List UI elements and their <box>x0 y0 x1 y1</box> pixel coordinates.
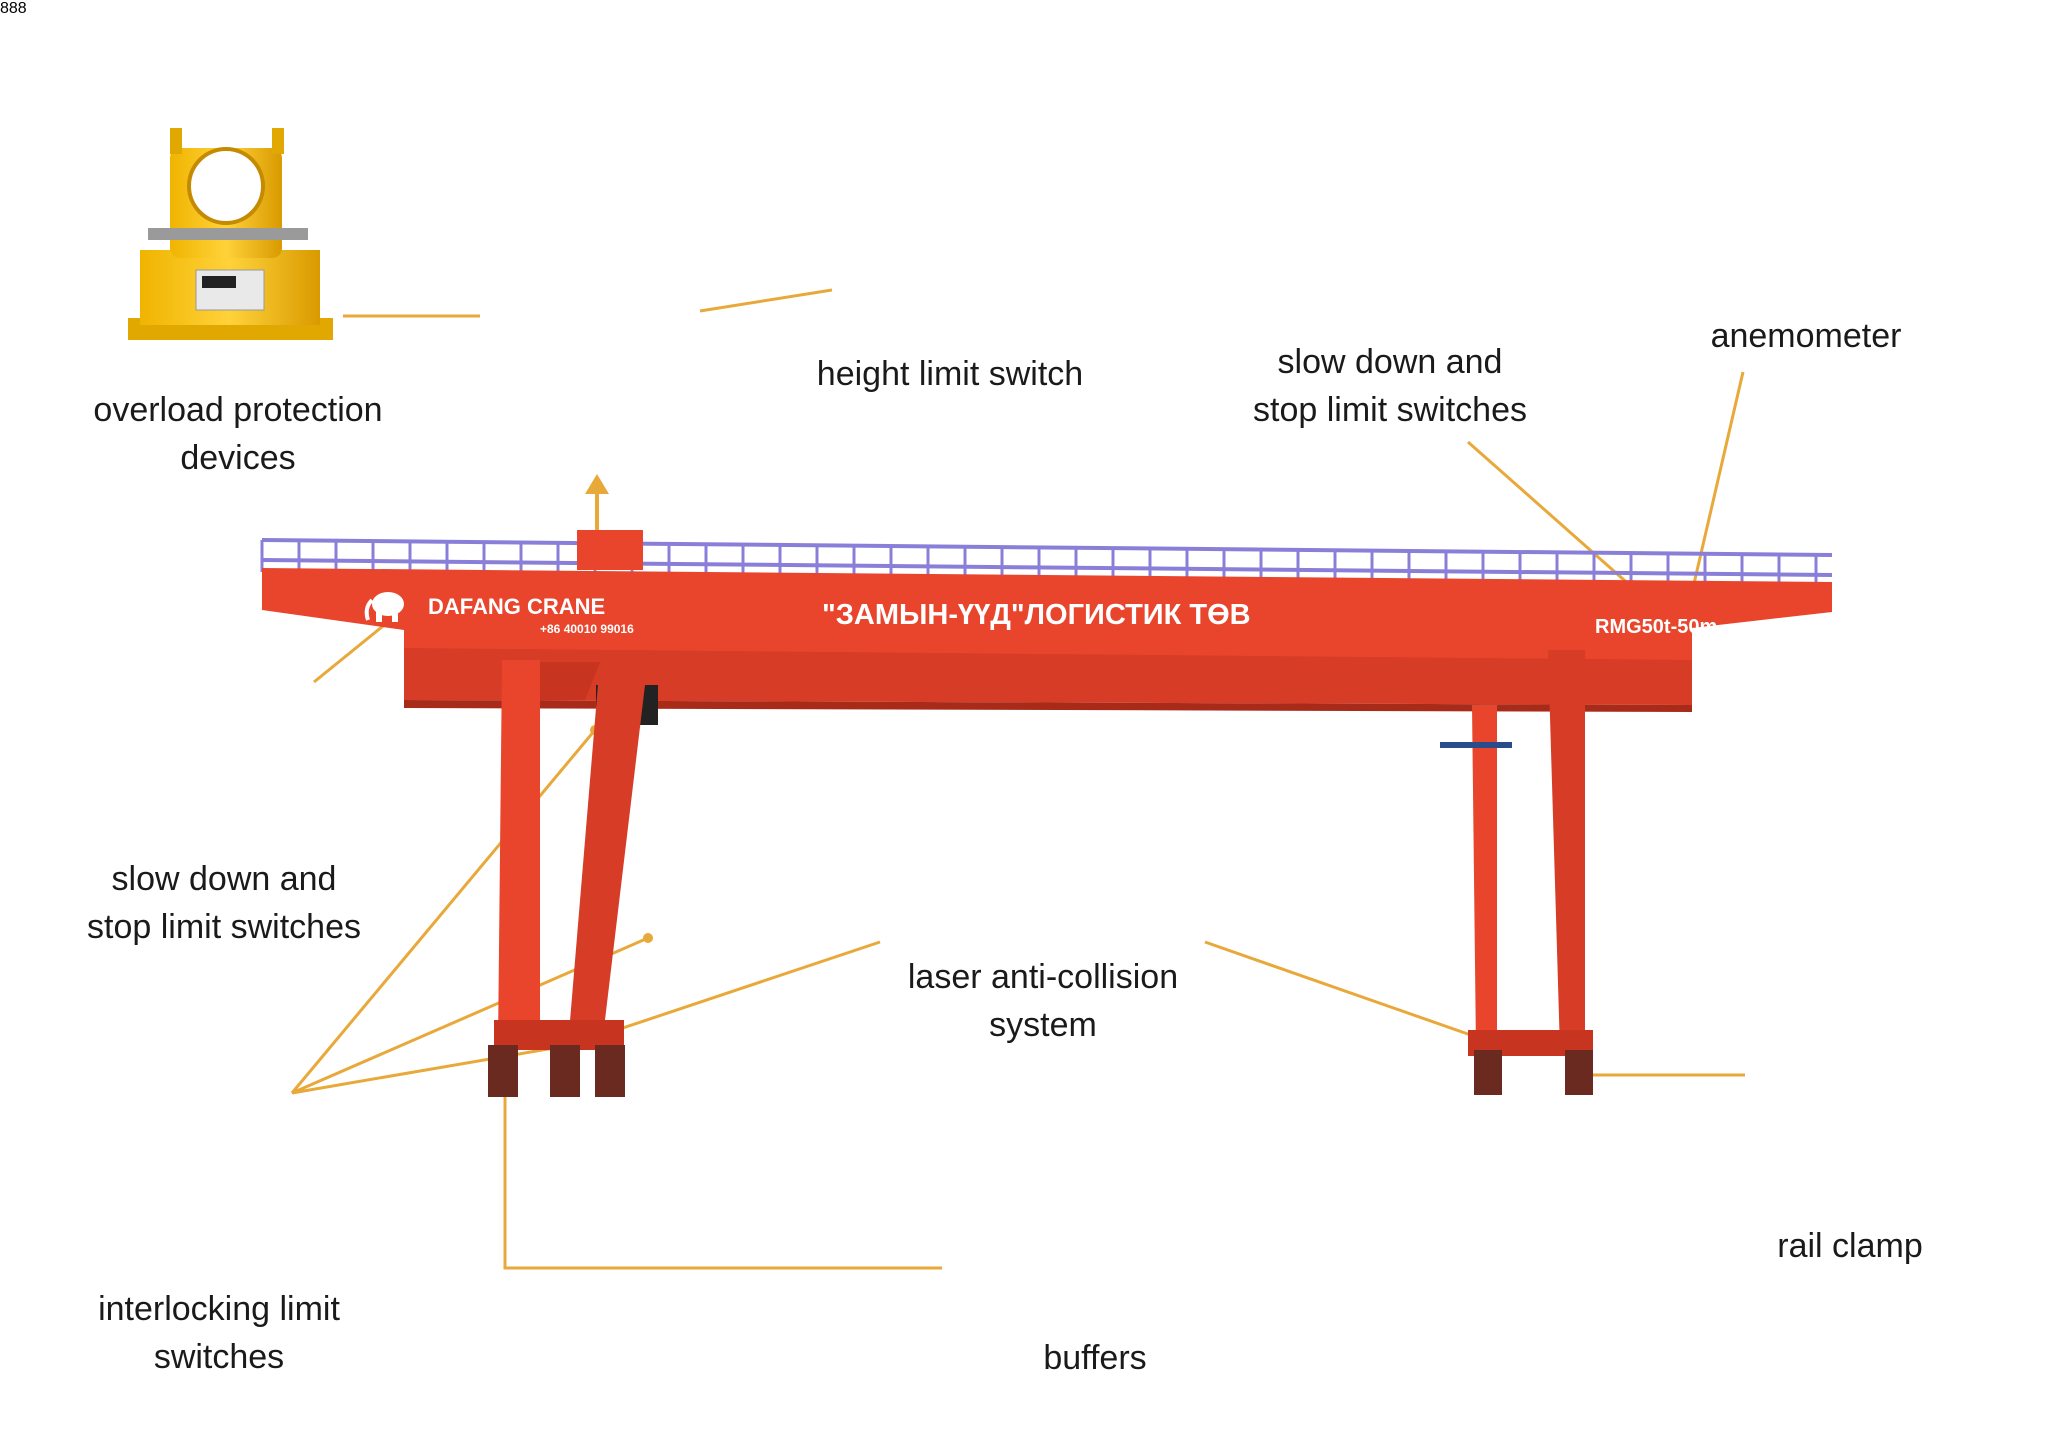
anemometer-icon: 888 <box>0 0 27 17</box>
connector-laser-right <box>1204 940 1506 1049</box>
crane-model: RMG50t-50m <box>1595 616 1717 638</box>
connector-buffers <box>503 1043 942 1270</box>
girder-shadow <box>404 700 1692 712</box>
label-slow-stop-left: slow down and stop limit switches <box>87 860 361 946</box>
label-height-limit-switch: height limit switch <box>816 355 1084 393</box>
left-leg-front <box>498 660 540 1045</box>
right-leg-cross <box>1440 742 1512 748</box>
label-rail-clamp: rail clamp <box>1777 1227 1923 1265</box>
crane-operator: "ЗАМЫН-ҮҮД"ЛОГИСТИК ТӨВ <box>822 599 1251 631</box>
right-leg-back <box>1548 650 1585 1050</box>
crane-brand: DAFANG CRANE <box>428 594 605 619</box>
connector-laser-left <box>577 940 881 1045</box>
label-buffers: buffers <box>1043 1339 1147 1377</box>
label-laser-anti-collision: laser anti-collision system <box>907 958 1179 1044</box>
label-interlocking-limit: interlocking limit switches <box>98 1290 340 1376</box>
right-leg-front <box>1472 705 1497 1050</box>
connector-slow-top <box>1467 440 1651 605</box>
gantry-crane: DAFANG CRANE +86 40010 99016 "ЗАМЫН-ҮҮД"… <box>260 530 1833 1097</box>
label-overload-protection: overload protection devices <box>93 391 383 477</box>
girder-lower <box>404 648 1692 705</box>
label-slow-stop-top: slow down and stop limit switches <box>1253 343 1527 429</box>
label-anemometer: anemometer <box>1710 317 1902 355</box>
connector-lines <box>290 288 1745 1270</box>
connector-interlock-c <box>291 1041 584 1095</box>
right-bogies <box>1474 1050 1593 1095</box>
main-girder <box>262 568 1832 665</box>
overload-protection-icon <box>128 128 333 340</box>
elephant-logo-icon <box>364 592 404 622</box>
left-leg-back <box>568 660 648 1045</box>
trolley <box>577 530 643 570</box>
left-leg-brace <box>540 662 600 700</box>
connector-height <box>699 288 833 313</box>
left-bogies <box>488 1045 625 1097</box>
connector-interlock-a <box>290 729 597 1094</box>
crane-phone: +86 40010 99016 <box>540 622 634 636</box>
zoom-arrow <box>585 474 609 530</box>
